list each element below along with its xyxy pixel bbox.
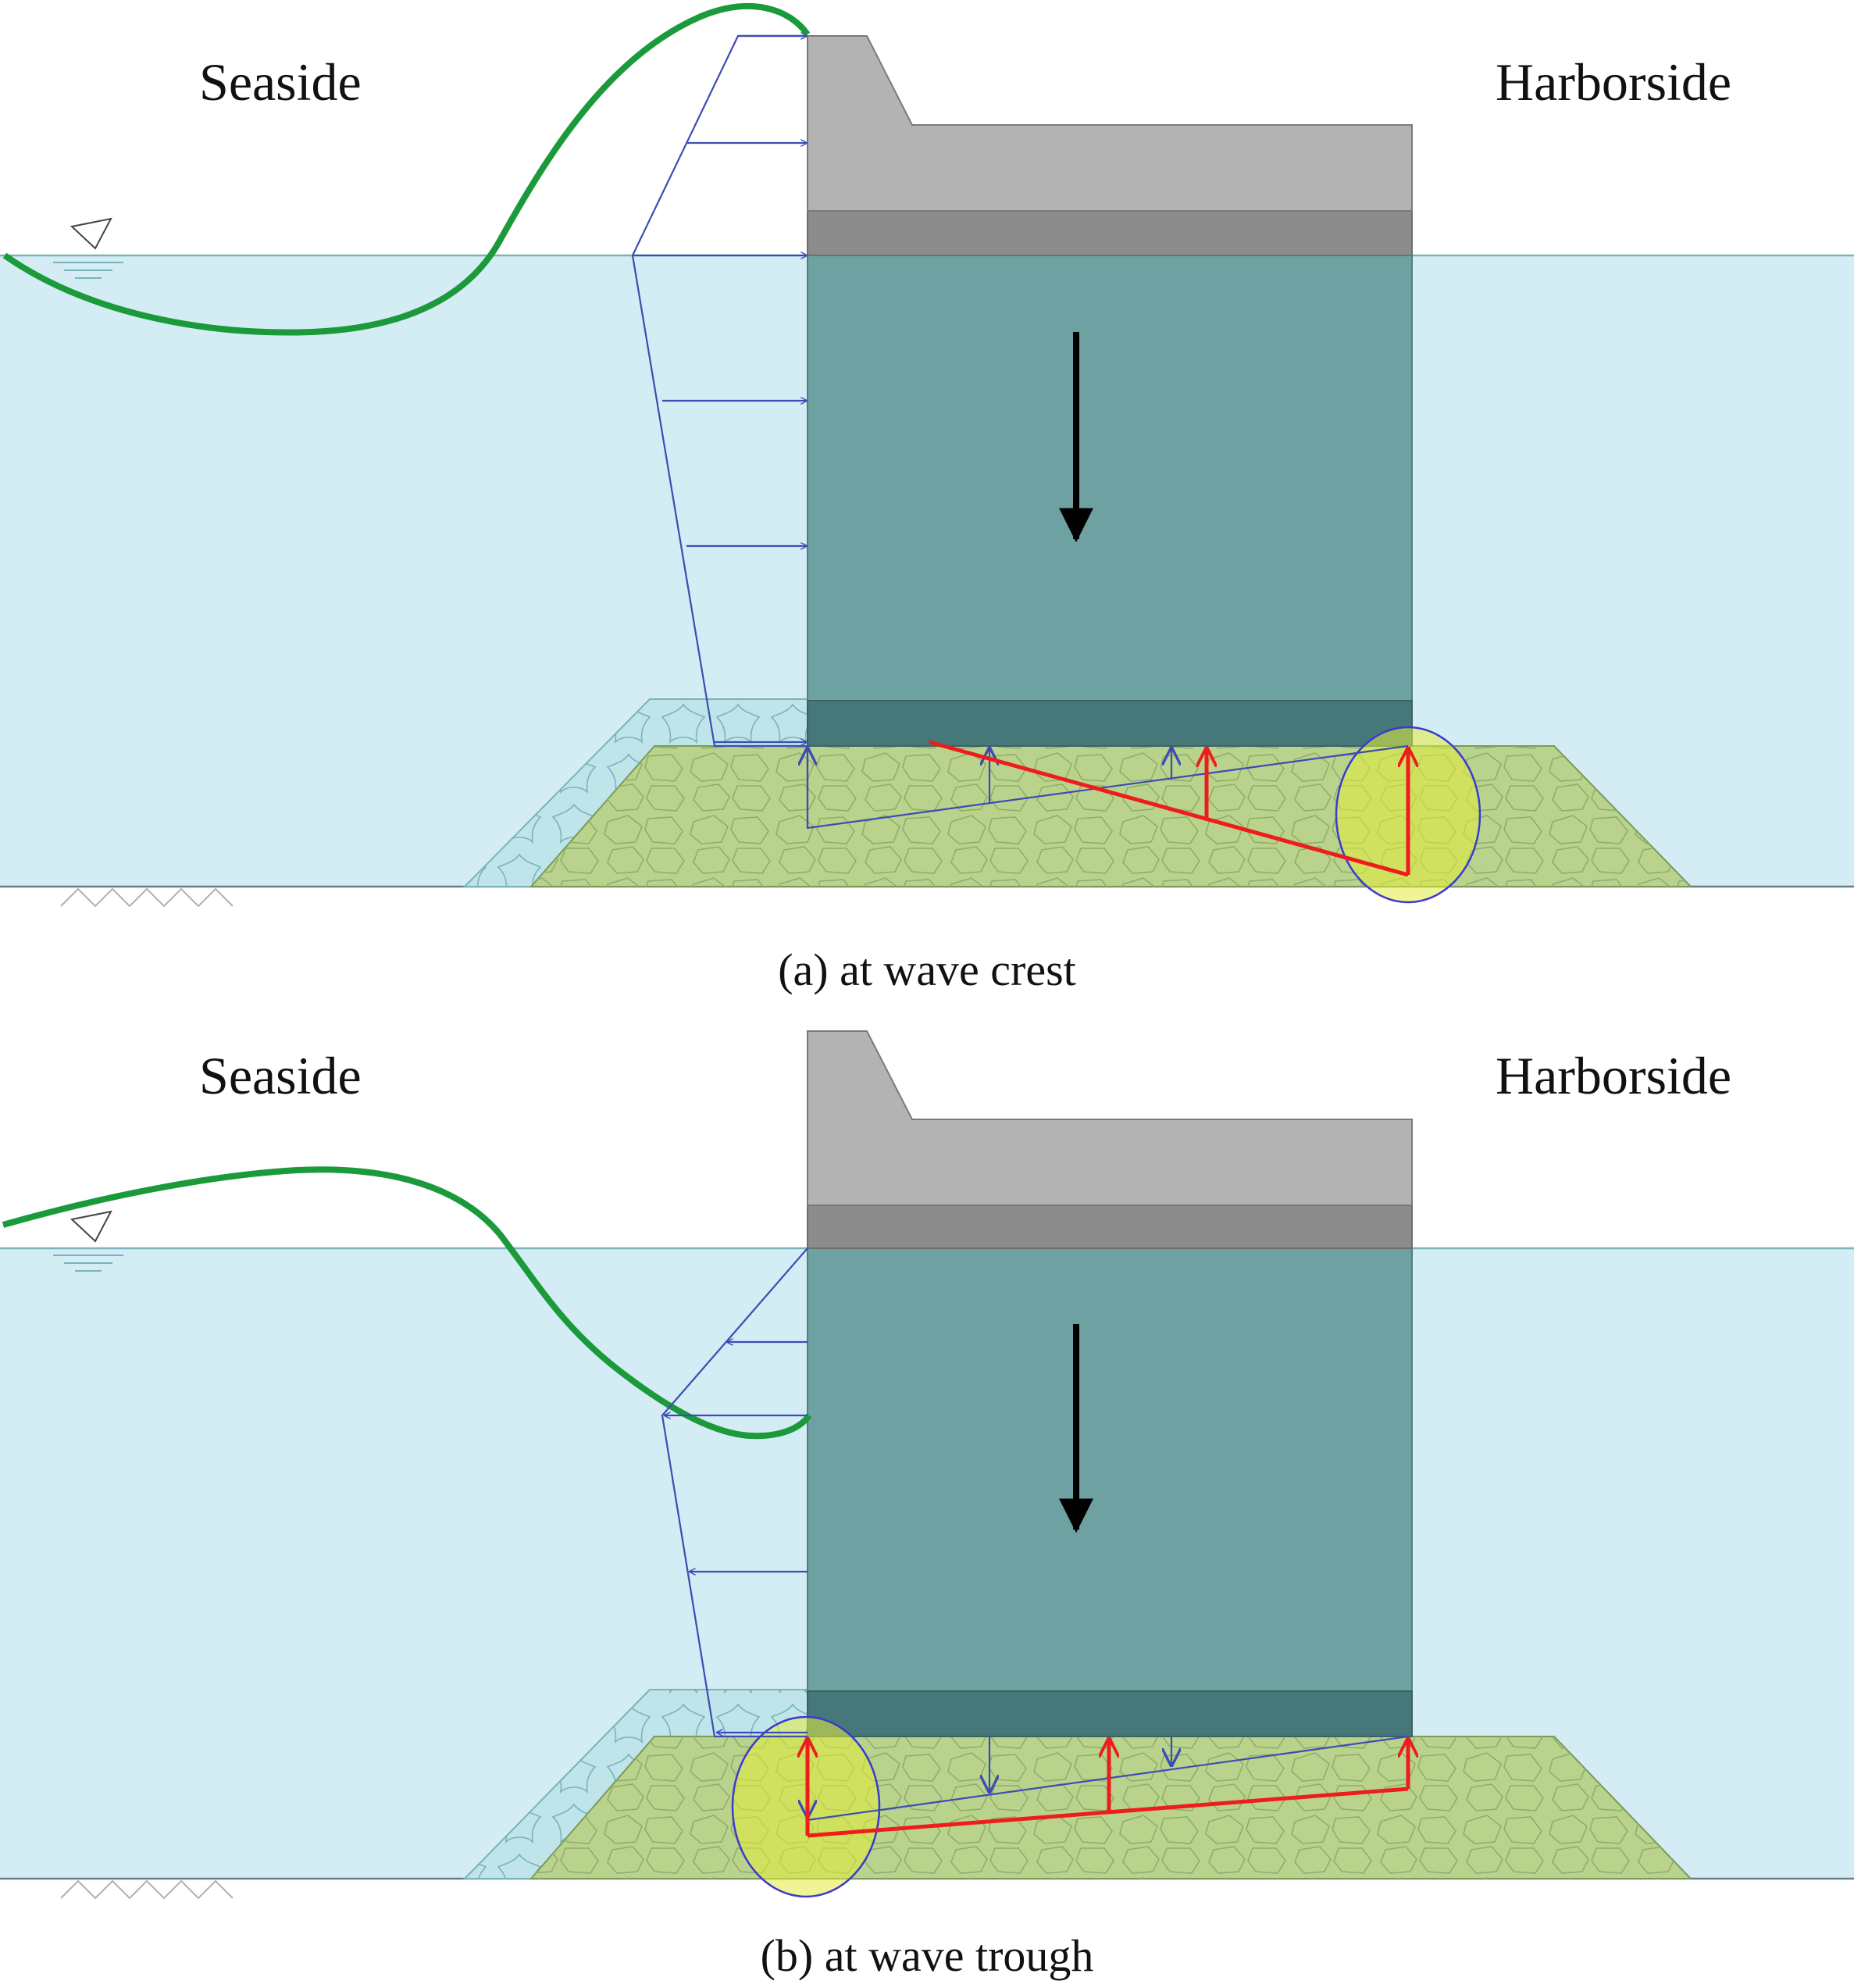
caption-a: (a) at wave crest (778, 944, 1076, 995)
caisson-body (807, 1247, 1413, 1692)
caisson-base-slab (807, 1690, 1413, 1737)
caption-b: (b) at wave trough (760, 1930, 1094, 1981)
uplift-pressure-red (929, 740, 1408, 877)
wave-profile-trough (2, 1166, 812, 1440)
harborside-label: Harborside (1496, 52, 1732, 112)
water-level-symbol-icon (53, 217, 123, 279)
seaside-label: Seaside (199, 1046, 362, 1105)
wave-profile-crest (2, 3, 811, 336)
panel-b (0, 1030, 1854, 1900)
crown-wall (807, 35, 1413, 212)
wave-pressure-diagram (631, 36, 808, 748)
seabed-hatch-icon (60, 887, 234, 908)
caisson-base-slab (807, 700, 1413, 747)
rubble-mound-stones (531, 746, 1691, 887)
crown-band (807, 1205, 1413, 1249)
caisson-body (807, 255, 1413, 701)
wave-pressure-diagram (661, 1247, 808, 1738)
panel-a (0, 3, 1854, 908)
water-level-symbol-icon (53, 1210, 123, 1272)
harborside-label: Harborside (1496, 1046, 1732, 1105)
crown-band (807, 210, 1413, 256)
crown-wall (807, 1030, 1413, 1206)
uplift-pressure-red (808, 1737, 1408, 1838)
seaside-label: Seaside (199, 52, 362, 112)
seabed-hatch-icon (60, 1879, 234, 1900)
